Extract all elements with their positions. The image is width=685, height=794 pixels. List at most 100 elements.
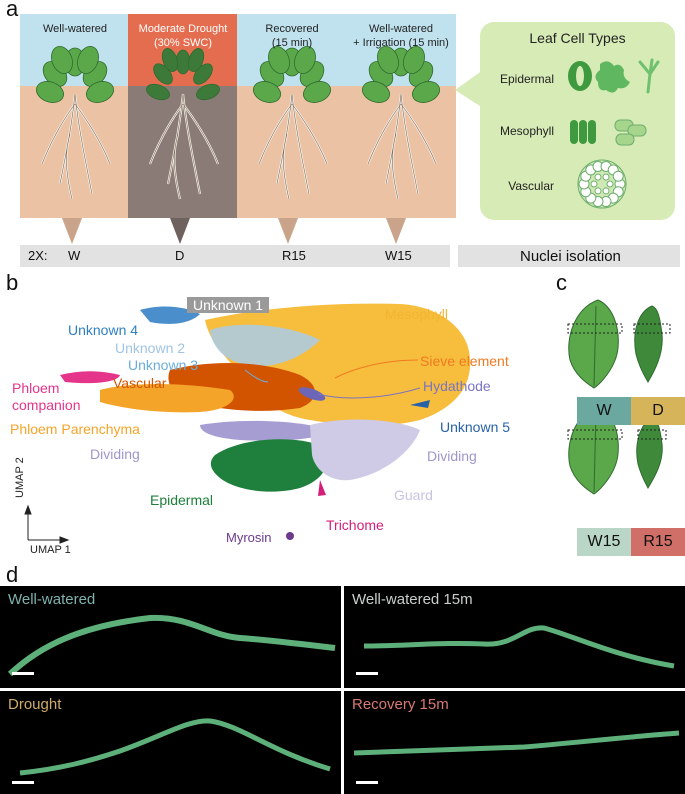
cut-box-w <box>567 323 623 334</box>
soil-band <box>128 86 238 218</box>
soil-band <box>20 86 130 218</box>
trichome-cluster <box>318 480 326 496</box>
label-mesophyll: Mesophyll <box>385 306 449 322</box>
pointer-triangle <box>386 218 406 244</box>
leaf-illustrations <box>567 299 671 495</box>
label-epidermal: Epidermal <box>150 492 214 508</box>
myrosin-cluster <box>286 532 294 540</box>
scale-bar <box>12 672 34 675</box>
label-unknown-4: Unknown 4 <box>68 322 139 338</box>
micrograph-recovery-15m: Recovery 15m <box>344 691 685 794</box>
callout-arrow-icon <box>455 70 483 108</box>
code-w15: W15 <box>385 248 412 263</box>
prefix-label: 2X: <box>28 248 48 263</box>
plant-icon <box>362 46 440 200</box>
soil-band <box>346 86 456 218</box>
cut-box-w15 <box>567 429 623 440</box>
dividing-cluster <box>200 420 330 441</box>
label-unknown-2: Unknown 2 <box>115 340 186 356</box>
legend-w15: W15 <box>577 528 631 556</box>
leaf-cell-types-box: Leaf Cell Types Epidermal Mesophyll Vasc… <box>480 22 675 220</box>
condition-label: Well-watered + Irrigation (15 min) <box>353 23 449 49</box>
legend-w: W <box>577 397 631 425</box>
nuclei-isolation-label: Nuclei isolation <box>520 248 621 265</box>
micro-title-well-watered-15m: Well-watered 15m <box>352 591 473 608</box>
epidermal-cluster <box>210 439 328 492</box>
pointer-triangle <box>170 218 190 244</box>
panel-letter-a: a <box>6 0 19 21</box>
code-w: W <box>68 248 81 263</box>
leaf-w-icon <box>568 299 619 389</box>
leaf-r15-icon <box>636 417 663 490</box>
vascular-bundle-icon <box>577 159 627 209</box>
label-unknown-3: Unknown 3 <box>128 357 199 373</box>
micro-title-drought: Drought <box>8 696 62 713</box>
scale-bar <box>356 672 378 675</box>
palisade-cell-icon <box>570 120 596 144</box>
label-dividing-right: Dividing <box>427 448 477 464</box>
unknown2-cluster <box>210 324 320 367</box>
micro-title-well-watered: Well-watered <box>8 591 96 608</box>
panel-letter-b: b <box>6 270 19 295</box>
condition-panel-d: Moderate Drought (30% SWC) <box>128 14 238 218</box>
label-myrosin: Myrosin <box>226 530 272 545</box>
micrograph-drought: Drought <box>0 691 341 794</box>
pointer-triangle <box>278 218 298 244</box>
plant-icon <box>36 46 114 200</box>
cell-label-epidermal: Epidermal <box>499 72 554 86</box>
pointer-triangle <box>62 218 82 244</box>
label-guard: Guard <box>394 487 433 503</box>
cell-label-vascular: Vascular <box>508 179 554 193</box>
umap2-label: UMAP 2 <box>14 457 26 498</box>
scale-bar <box>356 781 378 784</box>
nuclei-strip <box>458 245 680 267</box>
legend-r15: R15 <box>631 528 685 556</box>
condition-panel-w: Well-watered <box>20 14 130 218</box>
micrograph-well-watered: Well-watered <box>0 586 341 688</box>
label-phloem-companion: Phloem companion <box>12 380 81 413</box>
label-sieve-element: Sieve element <box>420 353 509 369</box>
umap-axis-icon <box>24 504 70 544</box>
hydathode-cluster <box>298 387 326 401</box>
panel-letter-d: d <box>6 562 19 587</box>
cell-label-mesophyll: Mesophyll <box>499 124 554 138</box>
plant-icon <box>253 46 331 200</box>
cut-box-d <box>633 323 671 334</box>
micrograph-well-watered-15m: Well-watered 15m <box>344 586 685 688</box>
legend-d: D <box>631 397 685 425</box>
trichome-icon <box>638 58 660 94</box>
label-unknown-1: Unknown 1 <box>187 297 270 313</box>
label-vascular: Vascular <box>113 375 167 391</box>
soil-band <box>237 86 347 218</box>
guard-cluster <box>310 419 420 481</box>
label-dividing-left: Dividing <box>90 446 140 462</box>
cut-box-r15 <box>637 429 667 440</box>
condition-label: Moderate Drought (30% SWC) <box>138 23 228 49</box>
sieve-element-arrow <box>334 359 419 379</box>
condition-label: Recovered (15 min) <box>265 23 319 49</box>
label-phloem-parenchyma: Phloem Parenchyma <box>10 421 140 437</box>
micro-title-recovery-15m: Recovery 15m <box>352 696 449 713</box>
leaf-w15-icon <box>568 405 619 495</box>
condition-panel-w15: Well-watered + Irrigation (15 min) <box>346 14 456 218</box>
leaf-d-icon <box>634 305 663 384</box>
unknown1-cluster <box>140 306 200 324</box>
label-hydathode: Hydathode <box>423 378 491 394</box>
cell-types-title: Leaf Cell Types <box>529 30 626 46</box>
label-unknown-5: Unknown 5 <box>440 419 511 435</box>
condition-panel-r15: Recovered (15 min) <box>237 14 347 218</box>
panel-letter-c: c <box>556 270 567 295</box>
spongy-cell-icon <box>614 119 647 146</box>
code-d: D <box>175 248 185 263</box>
hydathode-arrow <box>317 387 421 399</box>
pavement-cell-icon <box>595 61 630 93</box>
condition-strip <box>20 245 450 267</box>
phloem-parenchyma-cluster <box>100 384 234 413</box>
plant-icon <box>146 48 220 200</box>
umap-plot <box>24 303 471 544</box>
umap1-label: UMAP 1 <box>30 544 71 556</box>
phloem-companion-cluster <box>60 371 120 384</box>
unknown3-arrow <box>244 369 269 383</box>
label-trichome: Trichome <box>326 517 384 533</box>
guard-cell-icon <box>568 61 592 91</box>
